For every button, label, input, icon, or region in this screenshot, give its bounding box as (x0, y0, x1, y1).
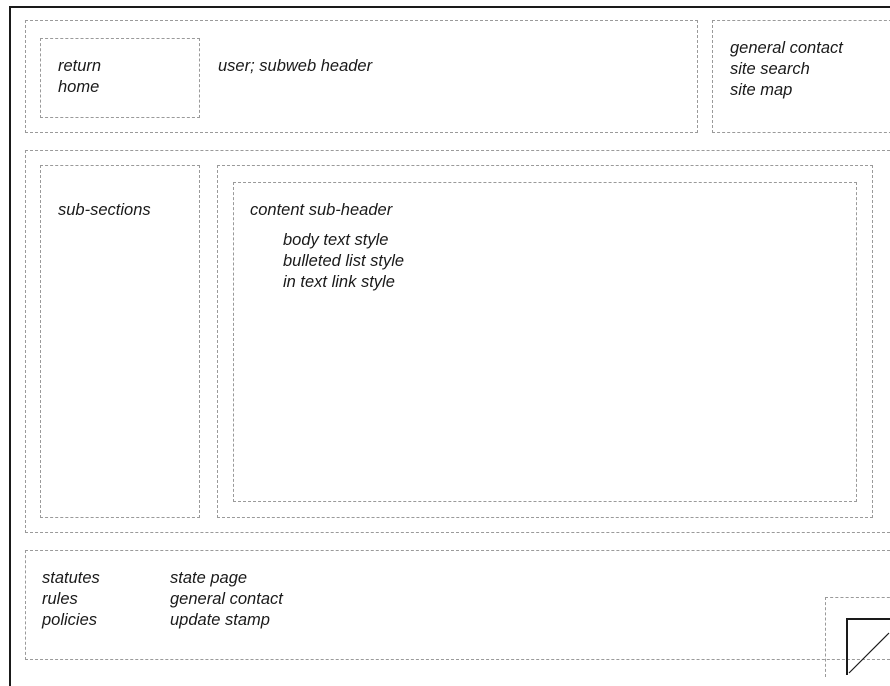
home-nav-links: return home (58, 56, 101, 98)
content-outer-box (217, 165, 873, 518)
sub-sections-label[interactable]: sub-sections (58, 201, 151, 219)
in-text-link-style[interactable]: in text link style (283, 273, 395, 291)
bulleted-list-style: bulleted list style (283, 252, 405, 270)
update-stamp: update stamp (170, 611, 270, 629)
footer-right-links: state page general contact update stamp (170, 568, 283, 631)
sidebar-box (40, 165, 200, 518)
content-subheader: content sub-header (250, 201, 393, 219)
utility-links: general contact site search site map (730, 38, 843, 101)
site-map-link[interactable]: site map (730, 81, 793, 99)
state-page-link[interactable]: state page (170, 569, 248, 587)
site-search-link[interactable]: site search (730, 60, 810, 78)
page-frame (9, 6, 890, 686)
main-region (25, 150, 890, 533)
utility-links-box (712, 20, 890, 133)
body-text-style: body text style (283, 231, 389, 249)
header-region (25, 20, 698, 133)
footer-region (25, 550, 890, 660)
policies-link[interactable]: policies (42, 611, 98, 629)
footer-corner-box (825, 597, 890, 677)
statutes-link[interactable]: statutes (42, 569, 100, 587)
page-curl-icon (846, 618, 890, 680)
content-style-list: body text style bulleted list style in t… (283, 230, 404, 293)
home-link[interactable]: home (58, 78, 100, 96)
home-nav-box (40, 38, 200, 118)
rules-link[interactable]: rules (42, 590, 78, 608)
general-contact-link[interactable]: general contact (730, 39, 843, 57)
content-inner-box (233, 182, 857, 502)
general-contact-footer-link[interactable]: general contact (170, 590, 283, 608)
return-link[interactable]: return (58, 57, 102, 75)
footer-left-links: statutes rules policies (42, 568, 100, 631)
subweb-header-title: user; subweb header (218, 57, 373, 75)
